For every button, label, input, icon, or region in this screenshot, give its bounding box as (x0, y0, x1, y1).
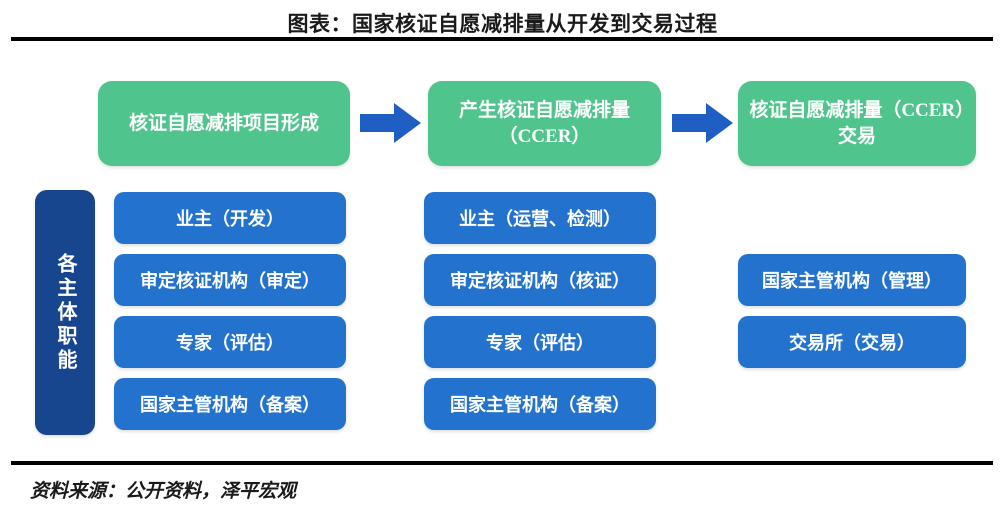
actor-box-c1r4[interactable]: 国家主管机构（备案） (114, 378, 346, 430)
actor-box-c3r1[interactable]: 国家主管机构（管理） (738, 254, 966, 306)
actor-box-c3r2[interactable]: 交易所（交易） (738, 316, 966, 368)
source-note: 资料来源：公开资料，泽平宏观 (30, 481, 297, 502)
stage-box-2[interactable]: 产生核证自愿减排量（CCER） (428, 81, 661, 166)
actor-box-c2r1[interactable]: 业主（运营、检测） (424, 192, 656, 244)
actor-box-c1r3[interactable]: 专家（评估） (114, 316, 346, 368)
actor-box-c2r2[interactable]: 审定核证机构（核证） (424, 254, 656, 306)
role-functions-label: 各主体职能 (35, 190, 95, 435)
stage-box-1[interactable]: 核证自愿减排项目形成 (98, 81, 350, 166)
actor-box-c1r2[interactable]: 审定核证机构（审定） (114, 254, 346, 306)
right-arrow-icon (360, 101, 422, 145)
actor-box-c1r1[interactable]: 业主（开发） (114, 192, 346, 244)
role-functions-label-text: 各主体职能 (54, 252, 76, 373)
page-title: 图表：国家核证自愿减排量从开发到交易过程 (287, 12, 718, 36)
right-arrow-icon (672, 101, 734, 145)
source-divider-rule (11, 461, 993, 465)
stage-box-3[interactable]: 核证自愿减排量（CCER）交易 (738, 81, 976, 166)
actor-box-c2r4[interactable]: 国家主管机构（备案） (424, 378, 656, 430)
actor-box-c2r3[interactable]: 专家（评估） (424, 316, 656, 368)
title-divider-rule (11, 37, 993, 41)
